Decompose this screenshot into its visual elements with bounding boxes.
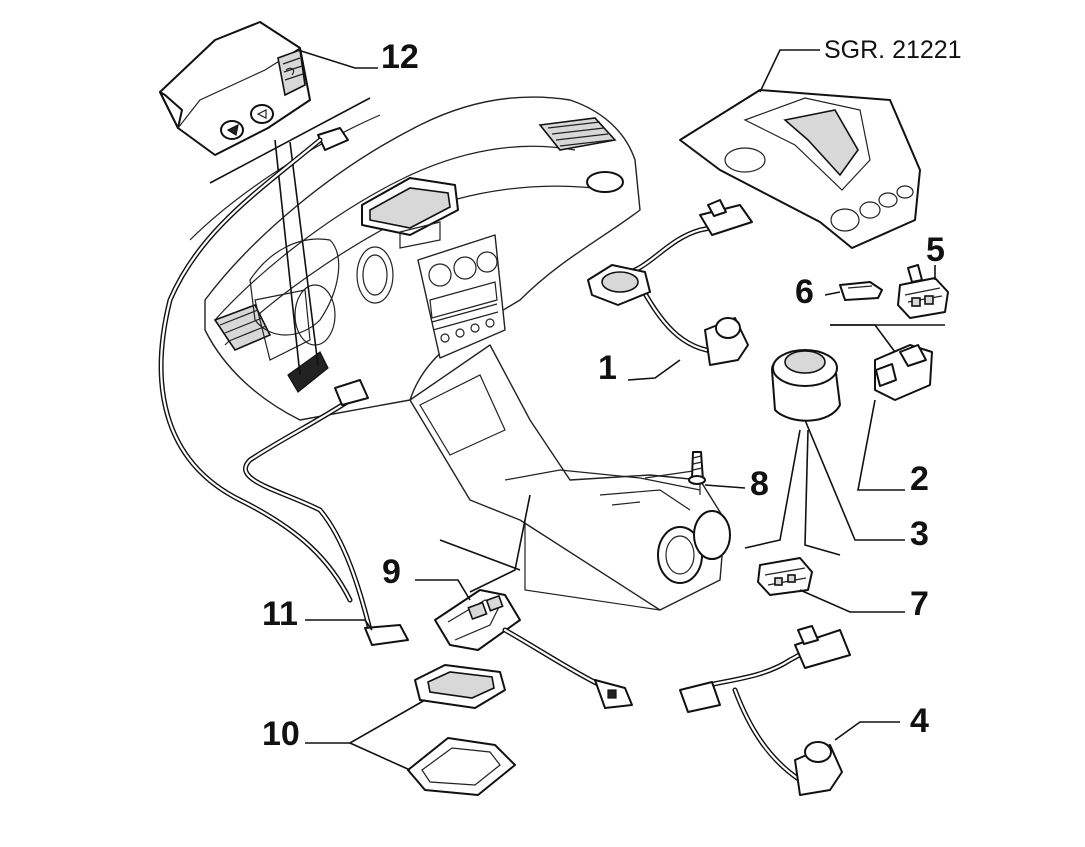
part-10-trays — [305, 664, 516, 796]
callout-8: 8 — [750, 465, 769, 503]
callout-12: 12 — [381, 38, 419, 76]
part-12-light-switch-module — [159, 21, 378, 376]
callout-11: 11 — [262, 595, 298, 633]
trim-panel — [679, 49, 921, 249]
callout-4: 4 — [910, 702, 929, 740]
part-4-harness — [679, 625, 900, 796]
callout-10: 10 — [262, 715, 300, 753]
part-1-harness — [587, 199, 753, 381]
part-2-switch — [830, 324, 933, 491]
callout-7: 7 — [910, 585, 929, 623]
part-8-screw — [688, 451, 746, 489]
callout-1: 1 — [598, 349, 617, 387]
group-reference-label: SGR. 21221 — [824, 36, 962, 64]
callout-3: 3 — [910, 515, 929, 553]
part-3-knob — [744, 349, 905, 556]
part-7-connector — [757, 557, 905, 613]
dashboard-illustration — [189, 96, 731, 611]
callout-6: 6 — [795, 273, 814, 311]
callout-2: 2 — [910, 460, 929, 498]
part-11-cable — [158, 137, 409, 646]
part-9-remote — [415, 494, 633, 709]
part-6-terminal — [824, 281, 883, 301]
callout-5: 5 — [926, 231, 945, 269]
callout-9: 9 — [382, 553, 401, 591]
part-5-connector — [897, 264, 949, 319]
